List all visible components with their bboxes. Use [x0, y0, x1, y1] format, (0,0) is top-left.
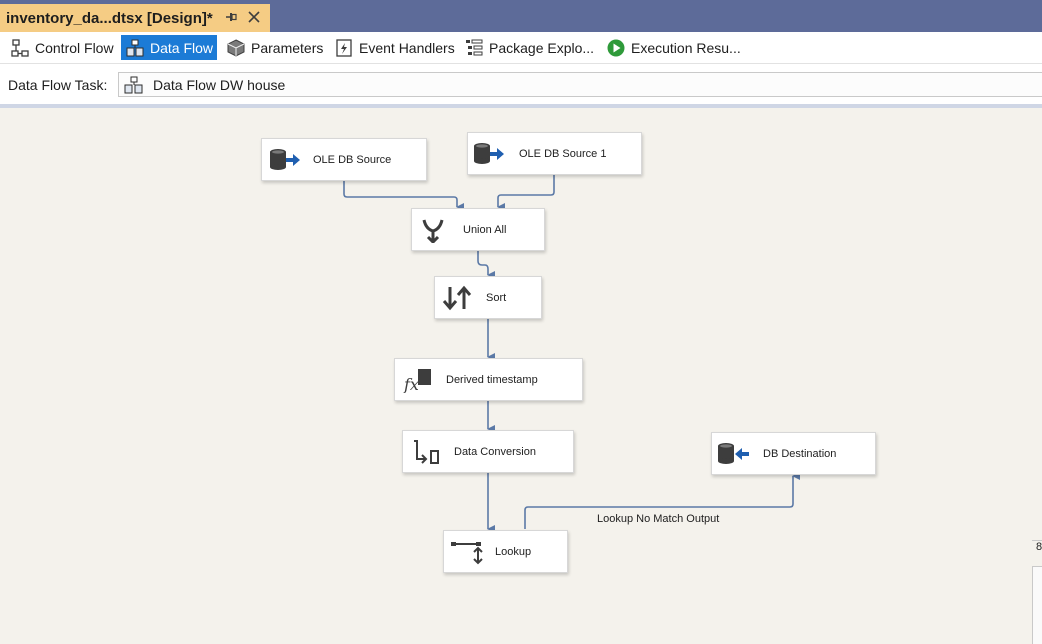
sort-icon — [442, 285, 472, 311]
path-union-to-sort — [477, 251, 495, 279]
component-lookup[interactable]: Lookup — [443, 530, 568, 573]
document-tab[interactable]: inventory_da...dtsx [Design]* — [0, 4, 270, 32]
tab-label: Control Flow — [35, 39, 114, 56]
toolbar-divider — [0, 63, 1042, 64]
tab-control-flow[interactable]: Control Flow — [6, 35, 118, 60]
tab-label: Event Handlers — [359, 39, 455, 56]
data-flow-task-icon — [124, 76, 143, 93]
component-label: Derived timestamp — [446, 374, 538, 386]
data-flow-task-value: Data Flow DW house — [153, 76, 286, 93]
package-explorer-icon — [466, 39, 483, 55]
path-ole-source-to-union — [343, 181, 464, 211]
surface-divider — [0, 104, 1042, 108]
tab-label: Data Flow — [150, 39, 214, 56]
tab-data-flow[interactable]: Data Flow — [121, 35, 218, 60]
tab-event-handlers[interactable]: Event Handlers — [330, 35, 459, 60]
path-lookup-to-destination — [524, 472, 800, 529]
data-flow-icon — [126, 39, 144, 56]
component-label: Sort — [486, 292, 507, 304]
zoom-control[interactable]: 8 — [1032, 540, 1042, 560]
document-tab-strip: inventory_da...dtsx [Design]* — [0, 0, 1042, 32]
component-ole-db-source[interactable]: OLE DB Source — [261, 138, 427, 181]
designer-toolbar: Control Flow Data Flow Parameters Event … — [0, 32, 1042, 63]
component-ole-db-source-1[interactable]: OLE DB Source 1 — [467, 132, 642, 175]
zoom-slider[interactable] — [1032, 566, 1042, 644]
data-flow-task-select[interactable]: Data Flow DW house — [118, 72, 1042, 97]
control-flow-icon — [11, 38, 29, 57]
tab-label: Package Explo... — [489, 39, 595, 56]
component-sort[interactable]: Sort — [434, 276, 542, 319]
data-flow-task-bar: Data Flow Task: Data Flow DW house — [0, 64, 1042, 104]
ole-db-source-icon — [474, 143, 504, 164]
union-all-icon — [422, 219, 444, 243]
data-flow-task-label: Data Flow Task: — [8, 77, 108, 93]
tab-label: Execution Resu... — [631, 39, 741, 56]
data-conversion-icon — [414, 440, 439, 464]
component-label: Data Conversion — [454, 446, 536, 458]
tab-label: Parameters — [251, 39, 324, 56]
parameters-icon — [227, 38, 245, 57]
lookup-icon — [451, 542, 483, 565]
execution-results-icon — [607, 39, 625, 56]
tab-execution-results[interactable]: Execution Resu... — [602, 35, 745, 60]
component-label: OLE DB Source 1 — [519, 148, 607, 160]
tab-parameters[interactable]: Parameters — [222, 35, 327, 60]
ole-db-source-icon — [270, 149, 300, 170]
tab-package-explorer[interactable]: Package Explo... — [460, 35, 598, 60]
component-derived-column[interactable]: fx Derived timestamp — [394, 358, 583, 401]
derived-column-icon: fx — [403, 369, 431, 393]
document-tab-title: inventory_da...dtsx [Design]* — [6, 9, 213, 27]
path-ole-source-1-to-union — [497, 175, 555, 211]
pin-icon[interactable] — [224, 9, 238, 25]
component-db-destination[interactable]: DB Destination — [711, 432, 876, 475]
close-icon[interactable] — [246, 9, 262, 25]
path-label-lookup-no-match[interactable]: Lookup No Match Output — [597, 513, 720, 525]
component-label: Union All — [463, 224, 507, 236]
component-label: Lookup — [495, 546, 532, 558]
ole-db-destination-icon — [718, 443, 749, 464]
component-label: DB Destination — [763, 448, 837, 460]
event-handlers-icon — [336, 38, 352, 57]
component-data-conversion[interactable]: Data Conversion — [402, 430, 574, 473]
component-label: OLE DB Source — [313, 154, 392, 166]
svg-text:fx: fx — [403, 375, 419, 393]
data-paths — [343, 175, 800, 533]
component-union-all[interactable]: Union All — [411, 208, 545, 251]
design-surface[interactable]: Lookup No Match Output OLE DB Source OLE… — [0, 108, 1042, 644]
